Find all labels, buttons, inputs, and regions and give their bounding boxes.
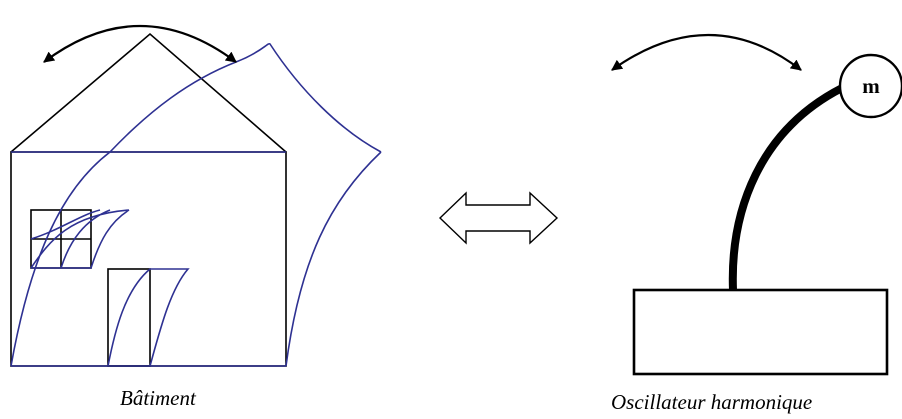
curved-double-arrow-icon bbox=[611, 34, 802, 71]
building-window bbox=[30, 209, 92, 269]
deformed-door bbox=[107, 268, 190, 367]
oscillator-base bbox=[632, 288, 889, 376]
deformed-window bbox=[30, 209, 130, 269]
curved-double-arrow-icon bbox=[43, 25, 237, 63]
building-roof bbox=[10, 32, 287, 153]
oscillator-rod bbox=[728, 84, 844, 291]
oscillator-caption: Oscillateur harmonique bbox=[611, 390, 813, 414]
double-headed-arrow-icon bbox=[438, 191, 559, 245]
deformed-left-wall bbox=[10, 151, 111, 367]
building-deformed-outline bbox=[10, 42, 382, 367]
deformed-right-wall bbox=[285, 151, 382, 367]
building-walls bbox=[10, 151, 287, 367]
deformed-roof-left bbox=[109, 61, 237, 153]
deformed-roof-right bbox=[235, 42, 382, 153]
building-door bbox=[107, 268, 151, 367]
mass-label: m bbox=[862, 74, 880, 98]
building-rest-outline bbox=[10, 32, 287, 367]
oscillator-mass bbox=[838, 53, 902, 119]
building-caption: Bâtiment bbox=[120, 386, 196, 410]
